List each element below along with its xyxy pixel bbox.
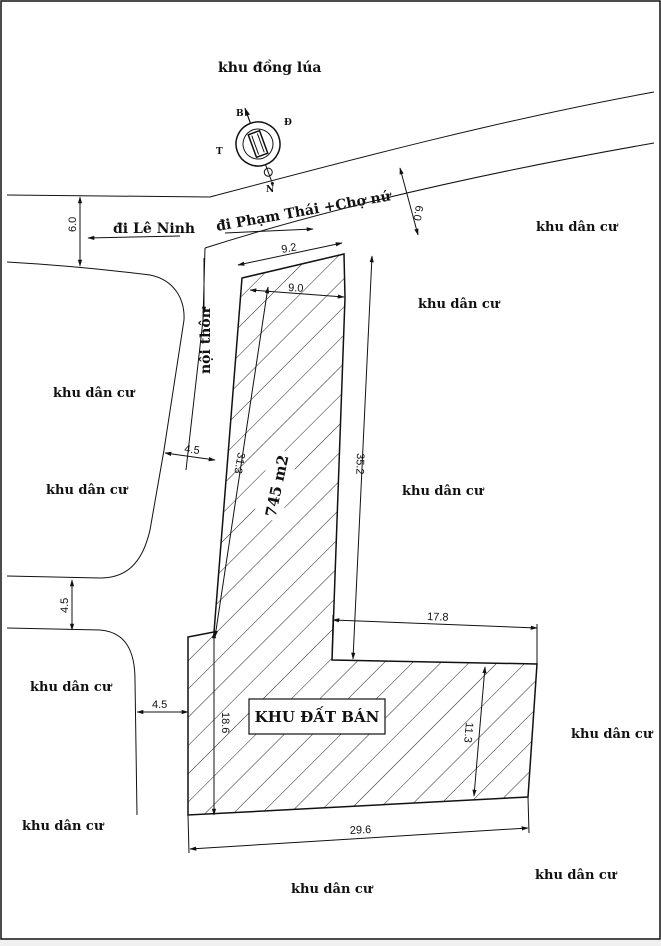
label-residential-2: khu dân cư — [418, 297, 501, 312]
compass-letter-n: N — [266, 185, 274, 195]
label-residential-7: khu dân cư — [571, 727, 654, 742]
dim-left-diag — [213, 286, 270, 638]
compass-letter-t: T — [216, 147, 223, 157]
dim-right-height — [472, 666, 487, 797]
road-north-edge — [6, 91, 655, 198]
dim-road-top — [399, 167, 419, 236]
dim-text-left-height: 18.6 — [219, 712, 231, 733]
dim-text-top-edge: 9.2 — [280, 241, 297, 255]
label-residential-4: khu dân cư — [46, 483, 129, 498]
road-south-edge-left — [6, 261, 185, 321]
dim-text-road-left: 6.0 — [67, 217, 79, 232]
block-left-outline — [6, 319, 185, 579]
label-residential-3: khu dân cư — [53, 386, 136, 401]
dim-text-right-vertical: 35.2 — [353, 453, 366, 475]
arrow-pham-thai — [224, 227, 314, 234]
dim-text-step-width: 17.8 — [427, 611, 449, 624]
label-residential-6: khu dân cư — [30, 680, 113, 695]
dim-text-lane-mid: 4.5 — [184, 443, 201, 457]
block-lower-left-outline — [6, 627, 138, 816]
dim-text-bottom-edge: 29.6 — [350, 824, 372, 837]
dim-step-width — [332, 618, 538, 630]
dim-top-edge — [237, 242, 343, 266]
dim-text-lane-bottom: 4.5 — [152, 699, 167, 711]
plot-label: KHU ĐẤT BÁN — [255, 706, 380, 726]
compass-letter-b: B — [236, 109, 244, 119]
label-residential-5: khu dân cư — [402, 484, 485, 499]
dim-text-top-inner: 9.0 — [288, 282, 304, 295]
dim-right-vertical — [351, 255, 374, 660]
ext-line-4 — [527, 796, 530, 834]
label-road-le-ninh: đi Lê Ninh — [113, 221, 195, 237]
area-label-bg — [253, 447, 299, 523]
compass-letter-d: Đ — [284, 118, 292, 128]
label-noi-thon: nội thôn — [198, 308, 214, 374]
ext-line-1 — [331, 614, 334, 661]
dim-lane-mid — [164, 451, 216, 462]
compass-rose-icon — [235, 107, 281, 185]
bottom-strip — [0, 940, 661, 946]
label-residential-10: khu dân cư — [291, 882, 374, 897]
dim-text-left-diag: 31.3 — [231, 451, 247, 474]
dim-text-right-height: 11.3 — [461, 722, 475, 744]
label-residential-9: khu dân cư — [535, 868, 618, 883]
label-residential-1: khu dân cư — [536, 220, 619, 235]
label-road-pham-thai: đi Phạm Thái +Chợ nứ — [215, 188, 394, 235]
dim-bottom-edge — [189, 826, 529, 851]
land-plot — [187, 253, 538, 816]
plot-label-box — [248, 698, 386, 735]
dim-text-road-top: 6.0 — [410, 204, 424, 221]
label-residential-8: khu dân cư — [22, 819, 105, 834]
arrow-le-ninh — [87, 235, 181, 240]
label-khu-dong-lua: khu đồng lúa — [218, 59, 321, 76]
dim-text-lane-left: 4.5 — [59, 598, 71, 613]
ext-line-3 — [187, 814, 190, 854]
